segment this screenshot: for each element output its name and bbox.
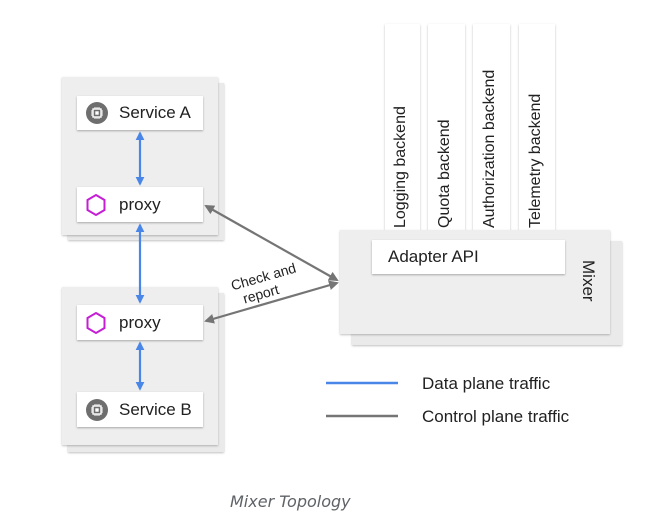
backend-logging[interactable]: Logging backend <box>385 24 420 240</box>
backend-quota[interactable]: Quota backend <box>428 24 465 240</box>
adapter-api-box[interactable]: Adapter API <box>372 240 565 274</box>
chip-icon <box>86 102 108 124</box>
service-b-box[interactable]: Service B <box>77 392 203 427</box>
legend-data-plane-label: Data plane traffic <box>422 374 551 393</box>
proxy-a-label: proxy <box>119 194 161 214</box>
proxy-b-box[interactable]: proxy <box>77 305 203 340</box>
backend-telemetry[interactable]: Telemetry backend <box>519 24 555 240</box>
adapter-api-label: Adapter API <box>388 247 479 266</box>
proxy-b-label: proxy <box>119 312 161 332</box>
legend-control-plane-label: Control plane traffic <box>422 407 570 426</box>
service-a-box[interactable]: Service A <box>77 96 203 130</box>
backend-authorization[interactable]: Authorization backend <box>473 24 510 240</box>
control-arrow-proxy-b-mixer <box>204 280 339 324</box>
service-a-label: Service A <box>119 103 191 122</box>
figure-caption: Mixer Topology <box>230 492 351 511</box>
proxy-a-box[interactable]: proxy <box>77 187 203 222</box>
hexagon-icon <box>86 193 106 217</box>
chip-icon <box>86 399 108 421</box>
service-b-label: Service B <box>119 399 192 419</box>
hexagon-icon <box>86 311 106 335</box>
control-arrow-proxy-a-mixer <box>204 205 339 281</box>
